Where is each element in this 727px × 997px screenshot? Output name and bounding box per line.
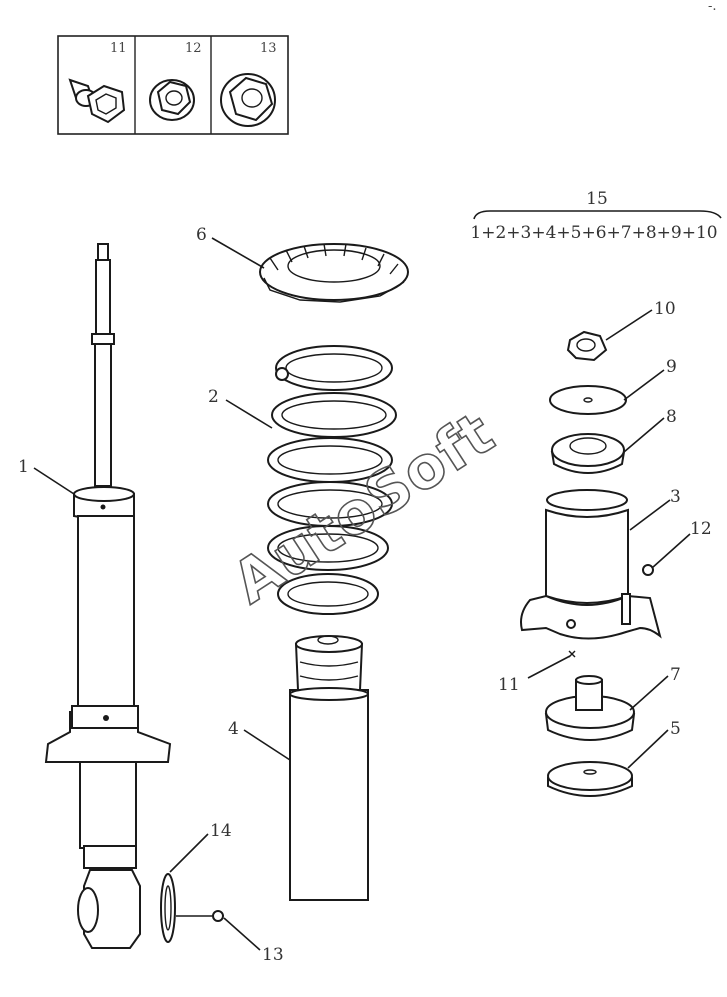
- callout-4: 4: [228, 719, 239, 739]
- upper-bushing: [550, 433, 626, 474]
- top-nut: [566, 330, 608, 362]
- callout-2: 2: [208, 387, 219, 407]
- callout-7: 7: [670, 665, 681, 685]
- nut-marker: [212, 910, 224, 922]
- callout-13: 13: [262, 945, 284, 965]
- shock-absorber: [44, 243, 172, 949]
- dust-boot: [289, 635, 369, 901]
- flange-bolt-icon: [68, 78, 126, 124]
- callout-11: 11: [498, 675, 520, 695]
- callout-14: 14: [210, 821, 232, 841]
- callouts: 1 2 3 4 5 6 7 8 9 10 11 12 13 14: [18, 225, 712, 965]
- coil-spring: [267, 345, 397, 615]
- fastener-inset: 11 12 13: [57, 35, 289, 135]
- assembly-group: 15 1+2+3+4+5+6+7+8+9+10: [470, 189, 722, 243]
- assembly-formula: 1+2+3+4+5+6+7+8+9+10: [470, 223, 717, 243]
- spring-seat: [259, 243, 409, 303]
- washer: [160, 873, 176, 943]
- callout-8: 8: [666, 407, 677, 427]
- callout-5: 5: [670, 719, 681, 739]
- inset-label-11: 11: [110, 41, 127, 56]
- callout-6: 6: [196, 225, 207, 245]
- inset-label-13: 13: [260, 41, 277, 56]
- top-washer: [549, 385, 627, 415]
- callout-10: 10: [654, 299, 676, 319]
- callout-9: 9: [666, 357, 677, 377]
- inset-label-12: 12: [185, 41, 202, 56]
- strut-mount: [520, 489, 662, 640]
- lock-nut-icon: [220, 73, 276, 127]
- corner-mark: -.: [708, 0, 717, 14]
- callout-12: 12: [690, 519, 712, 539]
- lower-seat: [547, 761, 633, 797]
- callout-3: 3: [670, 487, 681, 507]
- callout-1: 1: [18, 457, 29, 477]
- lower-bushing: [544, 675, 636, 741]
- assembly-number: 15: [586, 189, 608, 209]
- bolt-marker: [642, 564, 654, 576]
- flange-nut-icon: [149, 79, 195, 121]
